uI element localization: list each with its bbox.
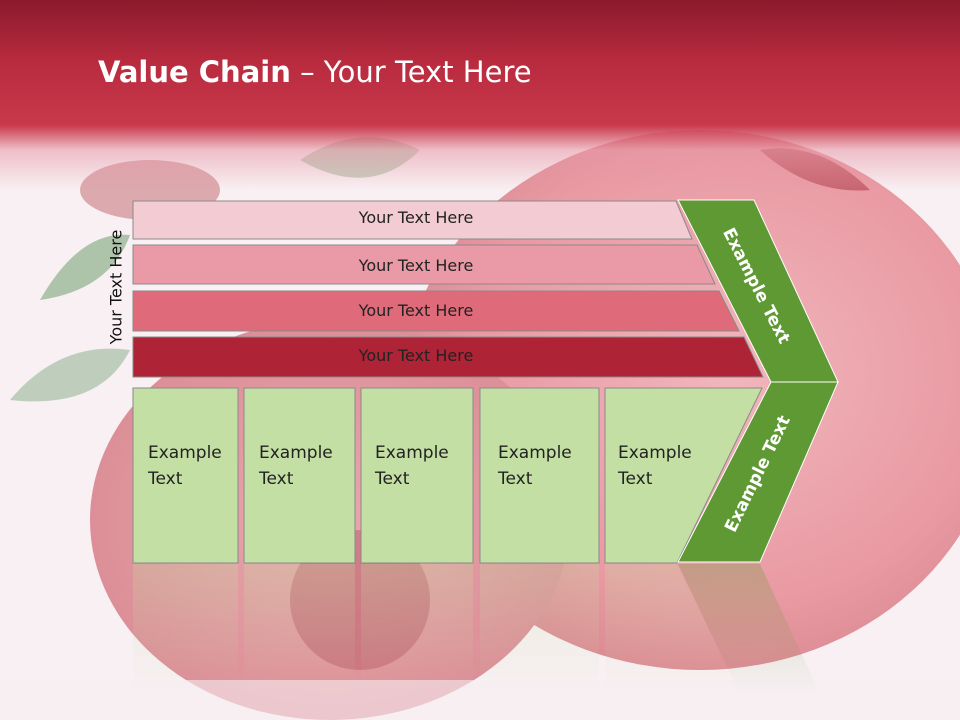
column-label-line2: Text (498, 469, 533, 489)
column-label-line1: Example (259, 443, 333, 463)
column-label-line2: Text (618, 469, 653, 489)
title-bold: Value Chain (98, 55, 291, 89)
primary-column-1 (132, 387, 239, 564)
support-row-3 (132, 290, 740, 332)
support-row-1-label: Your Text Here (358, 208, 474, 227)
primary-column-5 (604, 387, 763, 564)
primary-column-4 (479, 387, 600, 564)
column-label-line2: Text (148, 469, 183, 489)
primary-column-2 (243, 387, 356, 564)
column-label-line1: Example (618, 443, 692, 463)
column-label-line2: Text (375, 469, 410, 489)
support-row-1 (132, 200, 693, 240)
support-row-2 (132, 244, 716, 285)
support-row-3-label: Your Text Here (358, 301, 474, 320)
column-label-line2: Text (259, 469, 294, 489)
support-row-2-label: Your Text Here (358, 256, 474, 275)
title-rest: – Your Text Here (290, 55, 532, 89)
header-band (0, 0, 960, 190)
column-label-line1: Example (375, 443, 449, 463)
page-title: Value Chain – Your Text Here (98, 55, 532, 89)
column-label-line1: Example (148, 443, 222, 463)
margin-arrow-lower (677, 381, 839, 563)
primary-column-3 (360, 387, 474, 564)
support-row-4-label: Your Text Here (358, 346, 474, 365)
column-label-line1: Example (498, 443, 572, 463)
reflection-shapes (133, 564, 820, 694)
support-row-4 (132, 336, 764, 378)
diagram-reflection (0, 564, 960, 720)
